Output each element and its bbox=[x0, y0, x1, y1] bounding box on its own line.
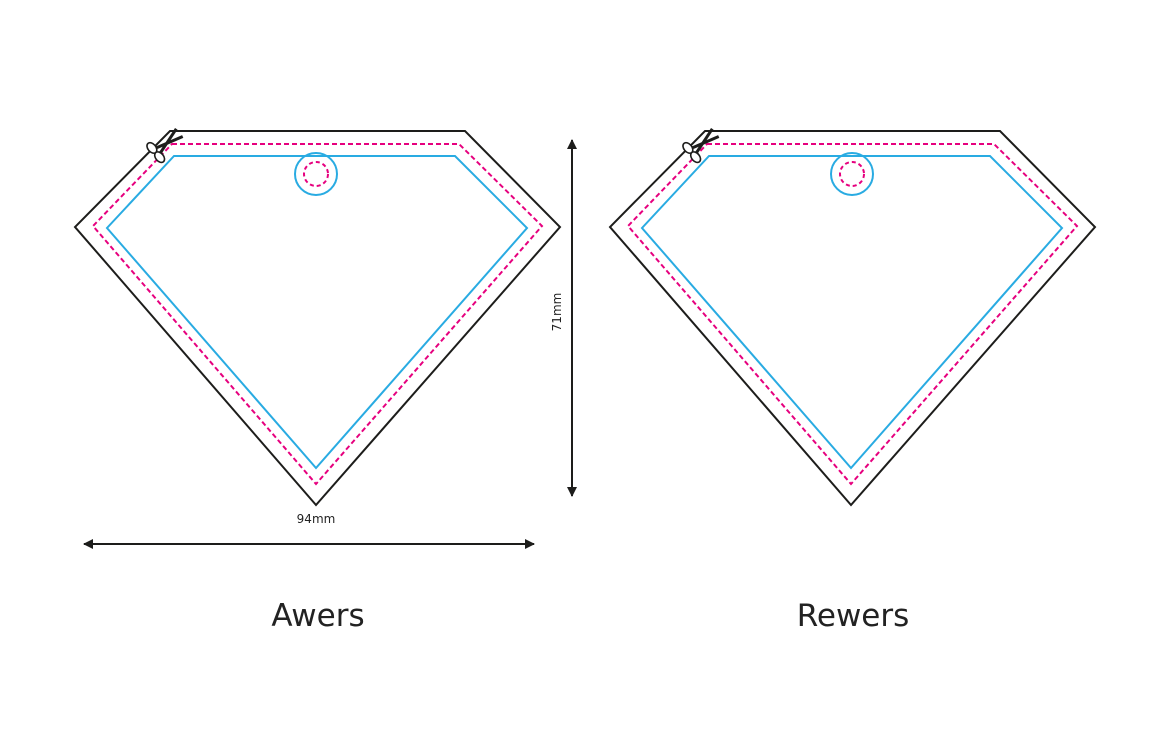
height-label: 71mm bbox=[550, 293, 564, 332]
width-dimension: 94mm bbox=[83, 512, 535, 549]
back-cut-outline bbox=[608, 130, 1097, 507]
scissors-icon bbox=[146, 127, 184, 164]
front-cut-outline bbox=[73, 130, 562, 507]
back-label: Rewers bbox=[797, 598, 910, 634]
front-side bbox=[73, 127, 562, 507]
front-hole bbox=[294, 152, 338, 196]
back-hole bbox=[830, 152, 874, 196]
height-dimension: 71mm bbox=[550, 139, 577, 497]
front-hole-inner bbox=[303, 161, 329, 187]
back-safe-line bbox=[626, 143, 1079, 486]
front-hole-outer bbox=[294, 152, 338, 196]
front-trim-line bbox=[105, 155, 529, 470]
scissors-icon bbox=[682, 127, 720, 164]
back-side bbox=[608, 127, 1097, 507]
front-label: Awers bbox=[271, 598, 364, 634]
back-trim-line bbox=[640, 155, 1064, 470]
width-label: 94mm bbox=[297, 512, 336, 526]
back-hole-outer bbox=[830, 152, 874, 196]
front-safe-line bbox=[91, 143, 544, 486]
back-hole-inner bbox=[839, 161, 865, 187]
